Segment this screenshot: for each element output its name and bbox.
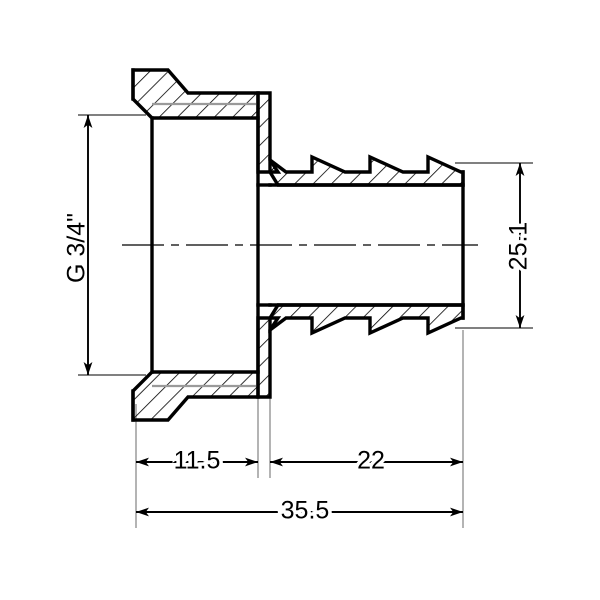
upper-barb-section: [268, 154, 465, 187]
dimension-barb-length: 22: [270, 443, 463, 478]
upper-step-section: [256, 91, 282, 174]
dimension-barb-outer-diameter: 25.1: [501, 163, 536, 328]
dimension-overall-length: 35.5: [136, 493, 463, 528]
dim-label-barb-length: 22: [357, 447, 385, 475]
dim-label-barb-od: 25.1: [505, 222, 533, 271]
upper-socket-section: [131, 68, 260, 120]
fitting-body: [131, 68, 465, 422]
dim-label-thread-size: G 3/4": [63, 213, 91, 283]
dimension-thread-size: G 3/4": [63, 115, 93, 375]
dim-label-overall-length: 35.5: [281, 497, 330, 525]
dimension-thread-length: 11.5: [136, 443, 258, 478]
dim-label-thread-length: 11.5: [174, 447, 221, 475]
lower-step-section: [256, 316, 282, 399]
lower-barb-section: [268, 303, 465, 336]
lower-socket-section: [131, 370, 260, 422]
thread-root-lines: [152, 102, 256, 388]
